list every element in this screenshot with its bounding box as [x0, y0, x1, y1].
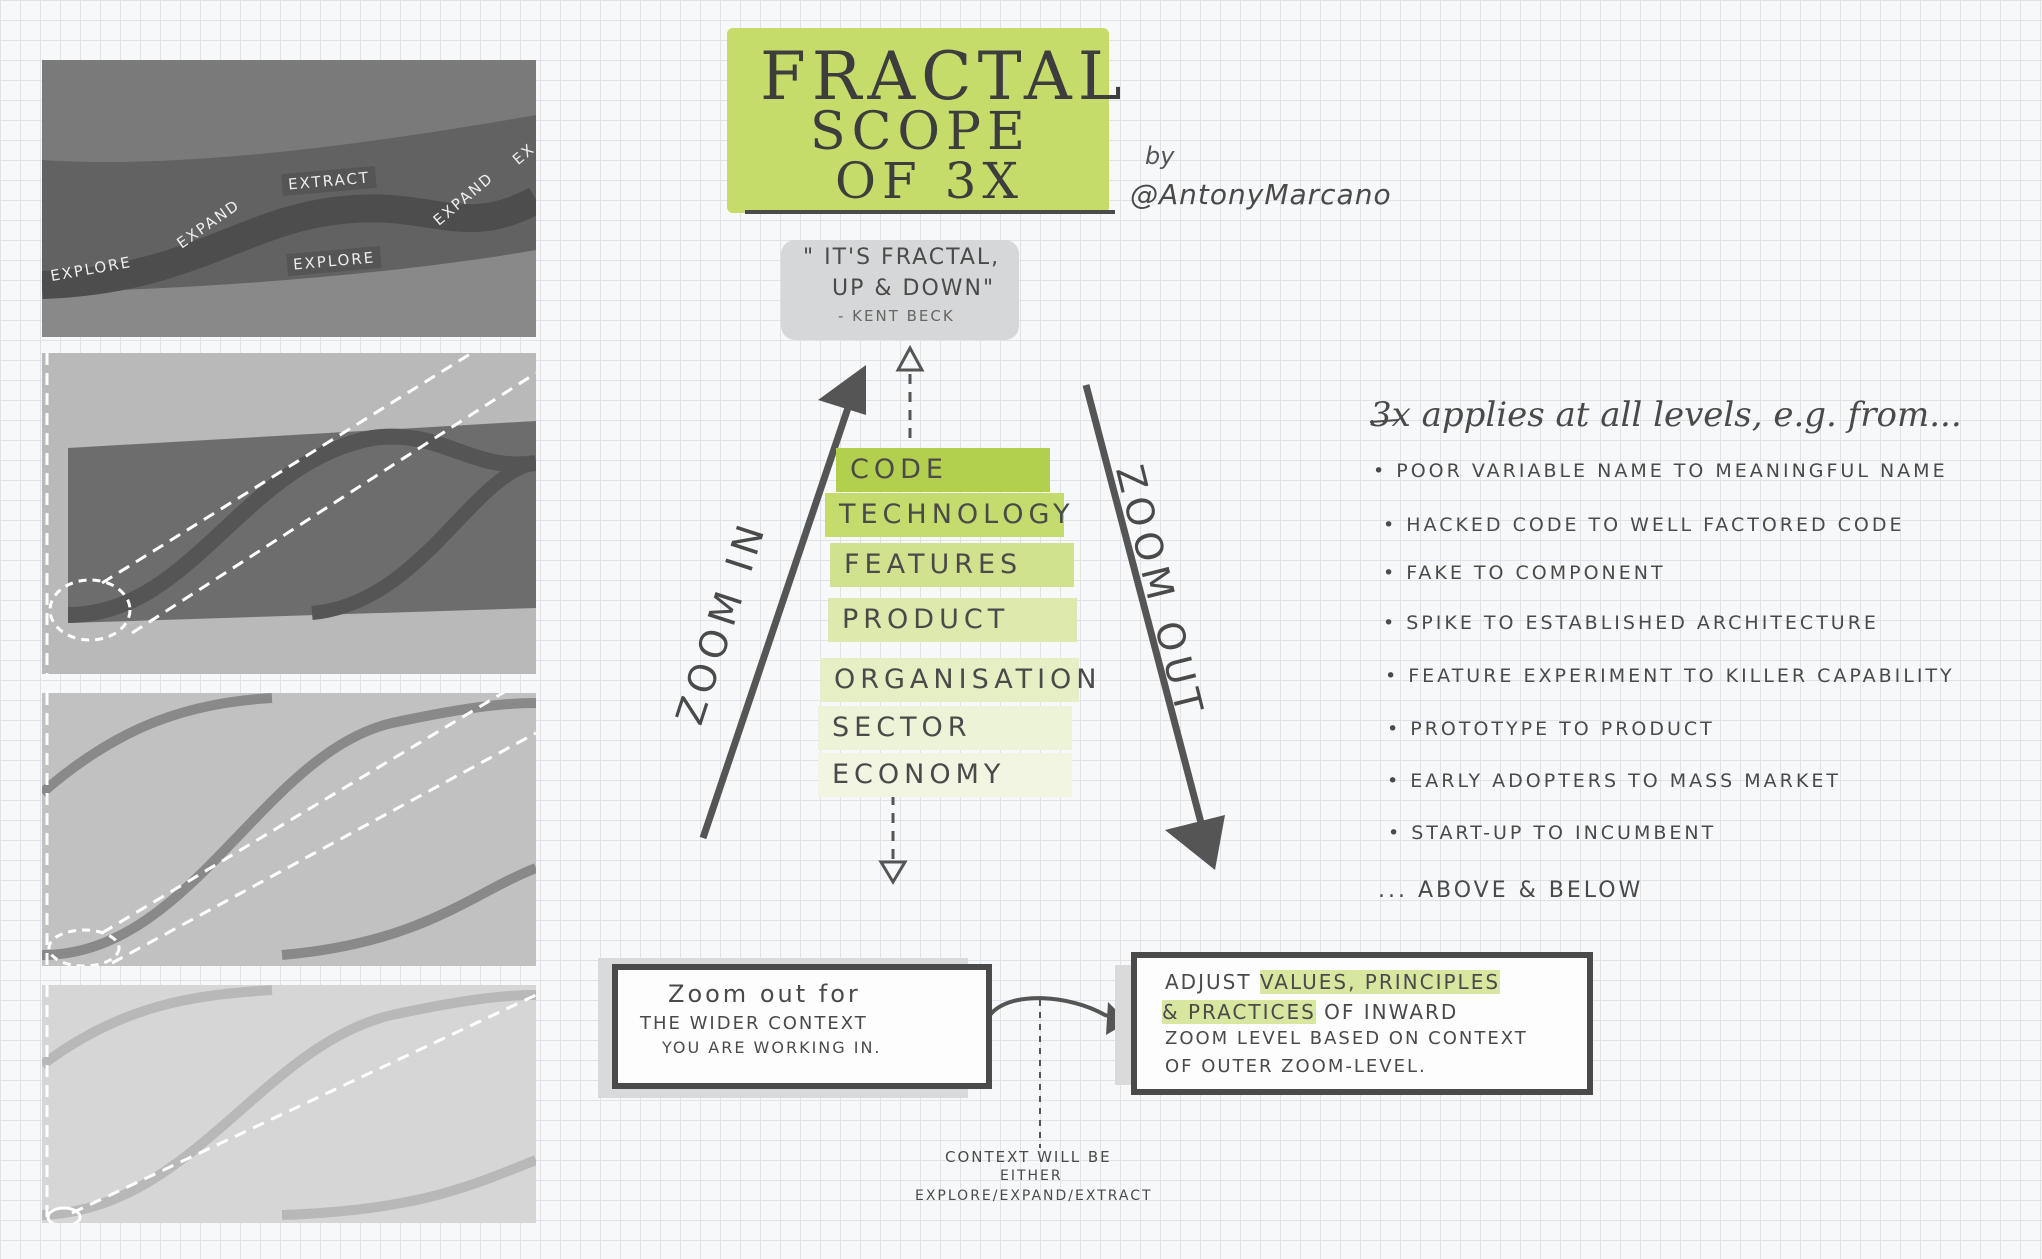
stack-economy: Economy	[818, 753, 1072, 797]
zoom-out-arrowhead	[1165, 815, 1225, 870]
stack-code: Code	[836, 448, 1050, 492]
box-right-line1-a: Adjust	[1165, 970, 1260, 994]
panel-third-art	[42, 693, 536, 966]
panel-second-art	[45, 353, 536, 674]
applies-item: • Early adopters to mass market	[1387, 770, 1841, 792]
box-right-line1-b: values, principles	[1259, 970, 1501, 994]
quote-highlight	[781, 240, 1019, 340]
box-right-line1: Adjust values, principles	[1165, 970, 1501, 994]
quote-attribution: - Kent Beck	[838, 307, 955, 325]
panel-bottom	[42, 985, 536, 1223]
box-right-line3: zoom level based on context	[1165, 1028, 1528, 1049]
byline-by: by	[1145, 142, 1175, 170]
stack-product: Product	[828, 598, 1077, 642]
applies-item: • Spike to established architecture	[1383, 612, 1879, 634]
box-left-line2: the wider context	[640, 1013, 868, 1034]
applies-item: • Feature experiment to killer capabilit…	[1385, 665, 1955, 687]
panel-top-art	[42, 60, 536, 299]
context-note-line2: either	[1000, 1168, 1063, 1184]
zoom-in-arrow-shaft	[699, 388, 858, 840]
context-note-line1: Context will be	[945, 1148, 1112, 1166]
box-left-line1: Zoom out for	[668, 980, 861, 1008]
box-left	[612, 964, 992, 1089]
quote-line1: " It's Fractal,	[803, 245, 1001, 270]
applies-footer: ... Above & Below	[1378, 878, 1644, 903]
connector-arrow	[988, 996, 1124, 1022]
title-line2: Scope	[810, 102, 1031, 162]
stack-features: Features	[830, 543, 1074, 587]
panel-top: Explore Expand Extract Explore Expand Ex	[42, 60, 536, 337]
box-left-line3: you are working in.	[662, 1038, 882, 1057]
applies-item: • Fake to component	[1383, 562, 1666, 584]
title-underline	[745, 210, 1115, 214]
applies-item: • Start-up to incumbent	[1388, 822, 1717, 844]
quote-line2: up & down"	[832, 276, 996, 301]
box-right-line2-b: of inward	[1315, 1000, 1459, 1024]
stack-organisation: Organisation	[820, 658, 1096, 702]
box-right-line2: & practices of inward	[1162, 1000, 1458, 1024]
panel-third	[42, 693, 536, 966]
applies-item: • Hacked code to well factored code	[1383, 514, 1905, 536]
stack-sector: Sector	[818, 706, 1072, 750]
applies-heading: 3x applies at all levels, e.g. from...	[1370, 395, 1962, 435]
title-highlight	[727, 28, 1109, 213]
box-right-line2-a: & practices	[1162, 1000, 1316, 1024]
title-line3: of 3x	[835, 152, 1024, 210]
panel-second	[42, 353, 536, 674]
context-note-line3: explore/expand/extract	[915, 1188, 1153, 1204]
applies-item: • Prototype to product	[1387, 718, 1715, 740]
box-right-line4: of outer zoom-level.	[1165, 1056, 1427, 1077]
zoom-out-arrow-shaft	[1082, 384, 1209, 839]
panel-bottom-art	[42, 985, 536, 1223]
applies-item: • Poor variable name to meaningful name	[1373, 460, 1948, 482]
stack-technology: Technology	[825, 493, 1070, 537]
byline-author: @AntonyMarcano	[1130, 178, 1392, 211]
zoom-in-arrowhead	[818, 365, 866, 415]
title-line1: Fractal	[760, 38, 1128, 115]
